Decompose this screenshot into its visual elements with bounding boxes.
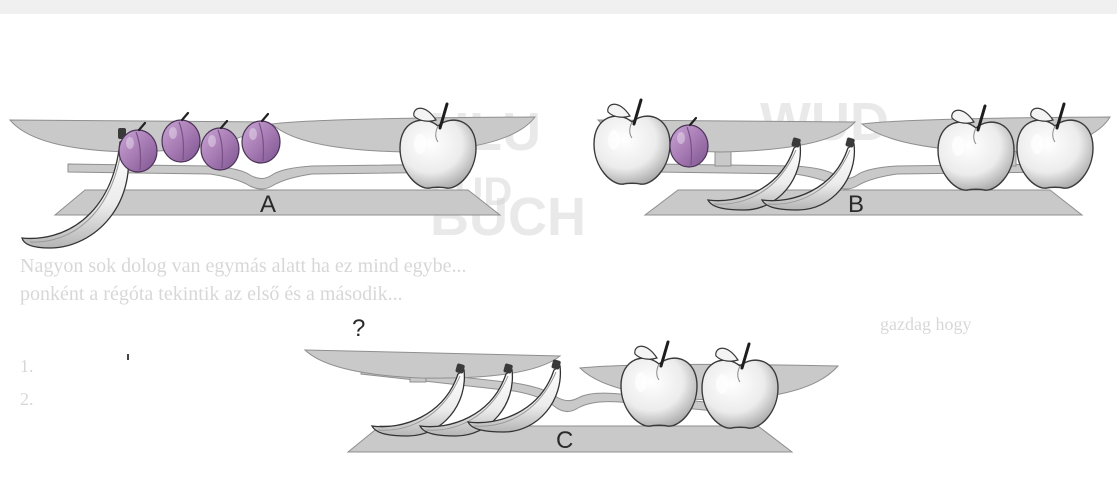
scale-label: B	[848, 191, 864, 218]
apple-icon	[621, 342, 697, 426]
svg-text:Nagyon sok dolog van egymás al: Nagyon sok dolog van egymás alatt ha ez …	[20, 255, 467, 277]
scale-label: C	[556, 427, 573, 454]
svg-text:2.: 2.	[20, 389, 34, 409]
stray-mark	[127, 354, 129, 360]
svg-text:gazdag hogy: gazdag hogy	[880, 314, 971, 334]
scale-c: ? C	[305, 315, 838, 454]
scale-label: A	[260, 191, 276, 218]
left-pan	[305, 350, 560, 378]
plum-icon	[242, 114, 280, 163]
apple-icon	[594, 100, 670, 184]
apple-icon	[1017, 104, 1093, 188]
svg-text:ponként a régóta tekintik az e: ponként a régóta tekintik az első és a m…	[20, 283, 403, 305]
apple-icon	[702, 344, 778, 428]
plum-icon	[162, 113, 200, 162]
svg-text:1.: 1.	[20, 356, 34, 376]
question-mark: ?	[352, 315, 365, 342]
